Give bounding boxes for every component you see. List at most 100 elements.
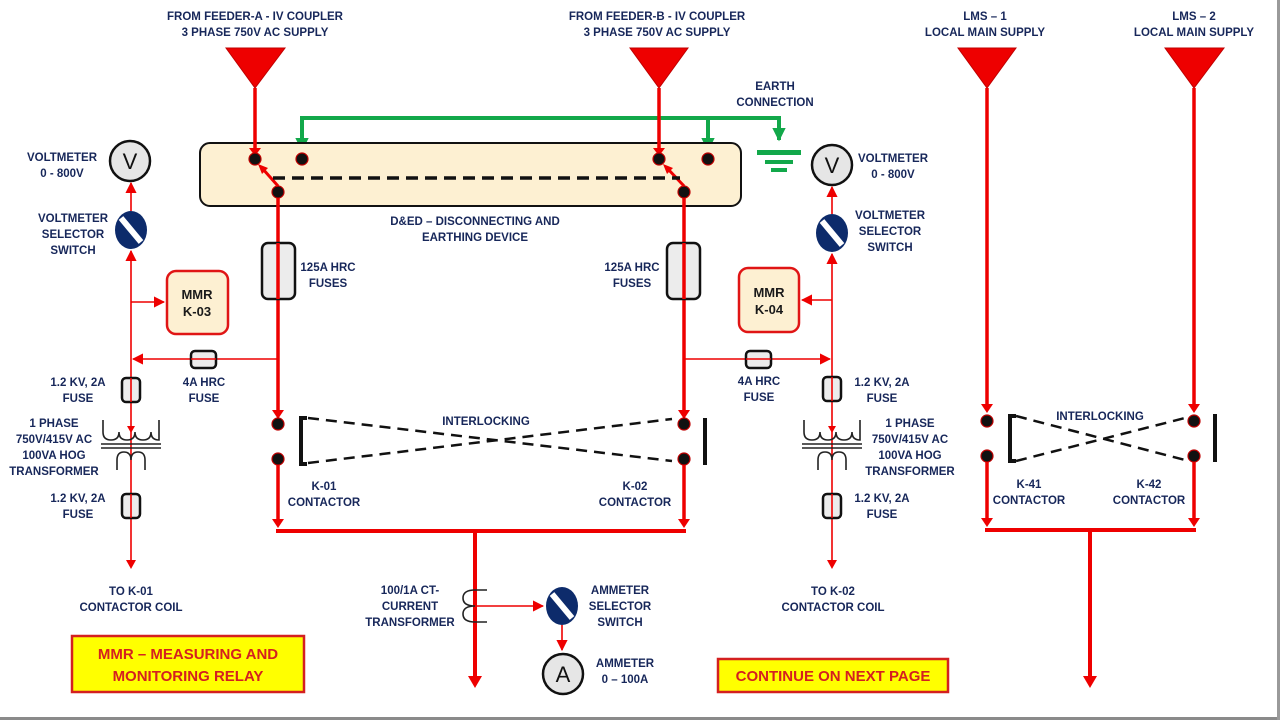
- left-hrc4-line2: FUSE: [189, 393, 220, 405]
- k02-contact-top: [677, 417, 691, 431]
- left-selector-line2: SELECTOR: [42, 229, 105, 241]
- k01-contactor-bar: [299, 416, 307, 466]
- right-transformer-line2: 750V/415V AC: [872, 434, 948, 446]
- k02-contact-bottom: [677, 452, 691, 466]
- k02-line2: CONTACTOR: [599, 497, 672, 509]
- k01-output-arrow: [272, 519, 284, 528]
- interlocking-main-label: INTERLOCKING: [442, 416, 530, 428]
- k42-label: K-42 CONTACTOR: [1113, 479, 1186, 507]
- k41-contactor-bar: [1008, 414, 1016, 463]
- interlocking-lms-label: INTERLOCKING: [1056, 411, 1144, 423]
- feeder-a-line1: FROM FEEDER-A - IV COUPLER: [167, 11, 344, 23]
- continue-note-text[interactable]: CONTINUE ON NEXT PAGE: [736, 668, 931, 685]
- feeder-a-label: FROM FEEDER-A - IV COUPLER 3 PHASE 750V …: [167, 11, 344, 39]
- left-fuse-upper-label: 1.2 KV, 2A FUSE: [50, 377, 105, 405]
- feeder-b-source-icon: [629, 47, 689, 89]
- mmr-k04-line2: K-04: [755, 302, 784, 317]
- k01-label: K-01 CONTACTOR: [288, 481, 361, 509]
- right-coil-label: TO K-02 CONTACTOR COIL: [781, 586, 884, 614]
- left-voltmeter-icon: [108, 139, 152, 183]
- left-transformer-line4: TRANSFORMER: [9, 466, 99, 478]
- k02-line1: K-02: [623, 481, 648, 493]
- left-coil-line1: TO K-01: [109, 586, 153, 598]
- left-coil-label: TO K-01 CONTACTOR COIL: [79, 586, 182, 614]
- k42-line1: K-42: [1137, 479, 1162, 491]
- ammeter-line1: AMMETER: [596, 658, 655, 670]
- left-fuse-upper-line2: FUSE: [63, 393, 94, 405]
- right-border: [1277, 0, 1280, 720]
- right-fuse-lower-line1: 1.2 KV, 2A: [854, 493, 909, 505]
- k41-line2: CONTACTOR: [993, 495, 1066, 507]
- right-hog-transformer-icon: [802, 420, 862, 470]
- feeder-b-line2: 3 PHASE 750V AC SUPPLY: [584, 27, 731, 39]
- right-voltmeter-line1: VOLTMETER: [858, 153, 929, 165]
- left-selector-line1: VOLTMETER: [38, 213, 109, 225]
- ct-line3: TRANSFORMER: [365, 617, 455, 629]
- bottom-border: [0, 717, 1280, 720]
- ct-label: 100/1A CT- CURRENT TRANSFORMER: [365, 585, 455, 629]
- left-voltmeter-label: VOLTMETER 0 - 800V: [27, 152, 98, 180]
- right-hrc-125-line1: 125A HRC: [604, 262, 659, 274]
- k01-line2: CONTACTOR: [288, 497, 361, 509]
- left-voltmeter-line1: VOLTMETER: [27, 152, 98, 164]
- k41-output-arrow: [981, 518, 993, 527]
- k42-contact-top: [1187, 414, 1201, 428]
- lms-2-label: LMS – 2 LOCAL MAIN SUPPLY: [1134, 11, 1254, 39]
- ded-line1: D&ED – DISCONNECTING AND: [390, 216, 560, 228]
- right-hrc4-line2: FUSE: [744, 392, 775, 404]
- right-fuse-lower-line2: FUSE: [867, 509, 898, 521]
- earth-ground-icon: [757, 150, 801, 172]
- left-transformer-line3: 100VA HOG: [22, 450, 85, 462]
- feeder-b-arrow: [653, 148, 665, 156]
- mmr-k03-line2: K-03: [183, 304, 211, 319]
- ammeter-selector-icon: [546, 587, 578, 625]
- right-hrc-125-line2: FUSES: [613, 278, 652, 290]
- left-hrc-fuse-125a-label: 125A HRC FUSES: [300, 262, 355, 290]
- ct-line2: CURRENT: [382, 601, 438, 613]
- left-transformer-line2: 750V/415V AC: [16, 434, 92, 446]
- right-selector-line3: SWITCH: [867, 242, 912, 254]
- lms-1-label: LMS – 1 LOCAL MAIN SUPPLY: [925, 11, 1045, 39]
- k42-line2: CONTACTOR: [1113, 495, 1186, 507]
- ammeter-selector-line3: SWITCH: [597, 617, 642, 629]
- ded-contact-a-earth: [295, 152, 309, 166]
- mmr-k03-line1: MMR: [181, 287, 213, 302]
- right-fuse-upper-line1: 1.2 KV, 2A: [854, 377, 909, 389]
- k02-label: K-02 CONTACTOR: [599, 481, 672, 509]
- k42-output-arrow: [1188, 518, 1200, 527]
- left-voltmeter-symbol: V: [123, 149, 138, 174]
- left-fuse-lower-line1: 1.2 KV, 2A: [50, 493, 105, 505]
- ded-contact-a-live: [248, 152, 262, 166]
- left-fuse-lower-line2: FUSE: [63, 509, 94, 521]
- ded-contact-b-live: [652, 152, 666, 166]
- right-transformer-arrow: [828, 426, 836, 433]
- lms-2-source-icon: [1164, 47, 1225, 89]
- k01-contact-bottom: [271, 452, 285, 466]
- mmr-legend-box: [70, 634, 306, 694]
- feeder-b-main-arrow: [678, 410, 690, 419]
- ded-line2: EARTHING DEVICE: [422, 232, 528, 244]
- feeder-a-line2: 3 PHASE 750V AC SUPPLY: [182, 27, 329, 39]
- lms-1-arrow: [981, 404, 993, 413]
- right-voltmeter-icon: [810, 143, 854, 187]
- left-coil-line2: CONTACTOR COIL: [79, 602, 182, 614]
- left-transformer-line1: 1 PHASE: [29, 418, 79, 430]
- interlock-dash-1: [307, 416, 673, 463]
- ammeter-symbol: A: [556, 662, 571, 687]
- lms-2-line1: LMS – 2: [1172, 11, 1215, 23]
- right-voltmeter-selector-icon: [816, 214, 848, 252]
- ded-blade-a-arrow: [258, 164, 268, 174]
- mmr-legend-line2: MONITORING RELAY: [113, 668, 264, 685]
- main-output-arrow: [468, 676, 482, 688]
- ammeter-selector-label: AMMETER SELECTOR SWITCH: [589, 585, 652, 629]
- earth-line2: CONNECTION: [736, 97, 813, 109]
- left-hrc-125-line1: 125A HRC: [300, 262, 355, 274]
- left-fuse-upper-line1: 1.2 KV, 2A: [50, 377, 105, 389]
- right-voltmeter-symbol: V: [825, 153, 840, 178]
- lms-output-arrow: [1083, 676, 1097, 688]
- feeder-a-arrow: [249, 148, 261, 156]
- right-hrc4-line1: 4A HRC: [738, 376, 780, 388]
- lms-interlock-dash-2: [1015, 416, 1186, 463]
- left-hrc-fuse-4a-label: 4A HRC FUSE: [183, 377, 225, 405]
